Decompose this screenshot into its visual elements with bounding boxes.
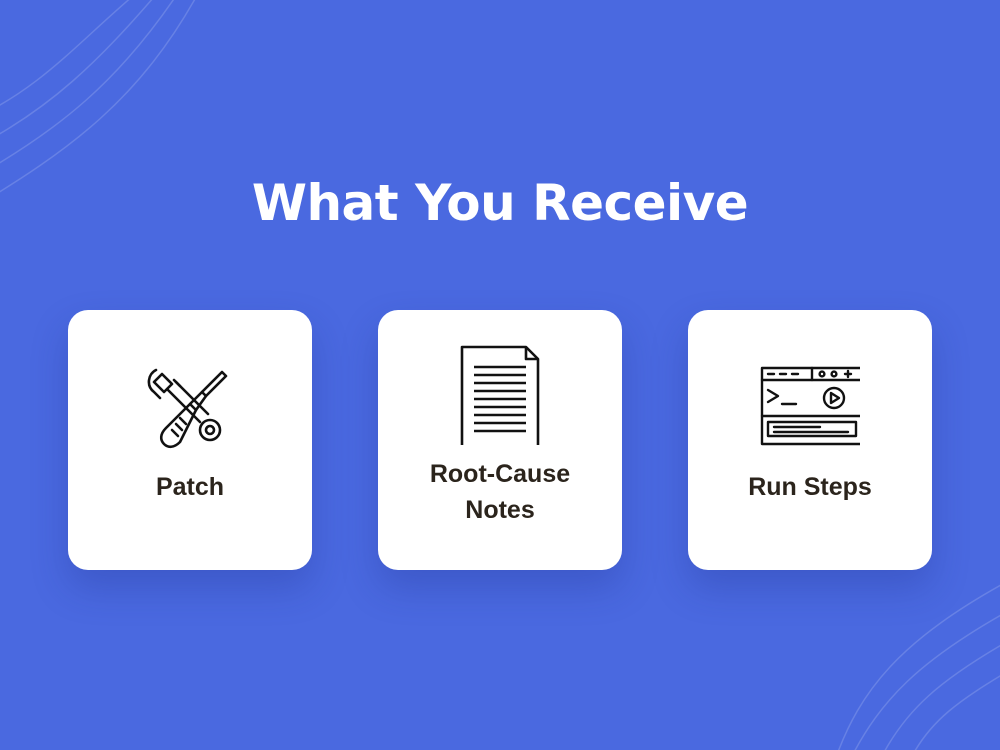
card-label-patch: Patch [155,473,225,501]
card-label-line-2: Notes [465,496,535,524]
wrench-screwdriver-icon [140,360,240,460]
card-patch[interactable]: Patch [68,310,312,570]
terminal-window-icon [760,360,860,460]
card-label-line-1: Root-Cause [429,460,571,488]
card-root-cause-notes[interactable]: Root-Cause Notes [378,310,622,570]
document-icon [450,345,550,445]
card-label-run-steps: Run Steps [748,473,872,501]
card-label-root-cause-notes: Root-Cause Notes [378,456,622,528]
card-run-steps[interactable]: Run Steps [688,310,932,570]
page-title: What You Receive [251,174,749,232]
